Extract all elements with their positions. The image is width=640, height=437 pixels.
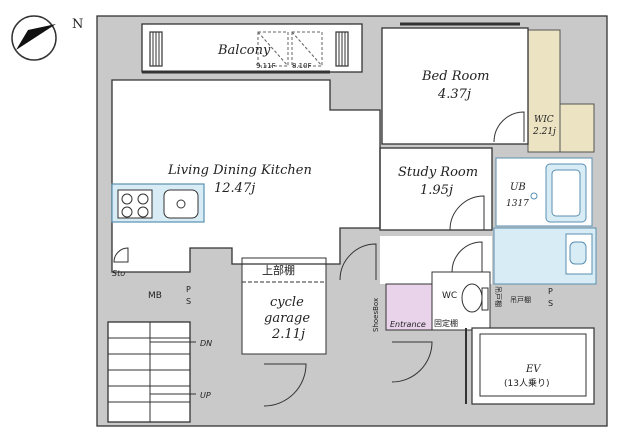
wc-label: WC xyxy=(442,291,457,301)
fixed-shelf-label: 固定棚 xyxy=(434,318,458,328)
ps-right-bottom: S xyxy=(548,299,553,308)
aircon-label-2: 8.10F xyxy=(292,62,312,70)
stair-area xyxy=(108,322,190,422)
north-label: N xyxy=(72,17,83,32)
garage-shelf-label: 上部棚 xyxy=(262,263,295,277)
bed-room-size: 4.37j xyxy=(437,87,471,102)
ldk-area xyxy=(112,80,380,272)
kitchen-counter xyxy=(111,183,205,223)
wic-extension xyxy=(559,103,595,153)
cycle-garage-size: 2.11j xyxy=(271,327,305,342)
ub-label: UB xyxy=(510,182,526,193)
stairs xyxy=(108,322,196,422)
ev-area xyxy=(471,327,595,405)
entrance-area xyxy=(385,283,433,331)
bed-room-area xyxy=(382,28,528,144)
ps-left-top: P xyxy=(186,285,191,294)
aircon-unit-left xyxy=(149,31,163,67)
balcony-label: Balcony xyxy=(217,43,271,58)
sto-label: Sto xyxy=(112,269,125,278)
cycle-garage-line2: garage xyxy=(264,311,310,326)
toilet xyxy=(461,283,489,313)
outdoor-units xyxy=(257,31,323,67)
wic-size: 2.21j xyxy=(532,127,556,137)
dn-label: DN xyxy=(200,339,212,348)
ev-label: EV xyxy=(525,364,542,375)
aircon-unit-right xyxy=(335,31,349,67)
ldk-size: 12.47j xyxy=(214,181,255,196)
cycle-garage-line1: cycle xyxy=(270,295,304,310)
wic-label: WIC xyxy=(534,115,554,125)
aircon-label-1: 9.11F xyxy=(256,62,276,70)
ps-left-bottom: S xyxy=(186,297,191,306)
bed-room-label: Bed Room xyxy=(421,69,489,84)
ev-capacity: (13人乗り) xyxy=(504,377,549,389)
wc-shelf-tag: 吊戸棚 xyxy=(494,286,503,307)
cabinet-tag: 吊戸棚 xyxy=(510,295,531,304)
ub-size: 1317 xyxy=(506,199,529,209)
study-room-area xyxy=(380,148,492,230)
cycle-garage-area xyxy=(241,257,327,355)
wic-area xyxy=(527,29,561,153)
up-label: UP xyxy=(200,391,211,400)
study-room-label: Study Room xyxy=(398,165,478,180)
shoes-box-label: ShoesBox xyxy=(372,298,380,332)
study-room-size: 1.95j xyxy=(420,183,453,198)
ps-right-top: P xyxy=(548,287,553,296)
bath-tub xyxy=(530,163,587,223)
ldk-label: Living Dining Kitchen xyxy=(167,163,312,178)
elevator-frame xyxy=(465,328,587,404)
compass xyxy=(11,15,57,61)
entrance-label: Entrance xyxy=(390,320,426,329)
washbasin xyxy=(565,233,593,275)
doors xyxy=(113,111,525,407)
balcony-area xyxy=(142,24,362,72)
mb-label: MB xyxy=(148,291,162,301)
